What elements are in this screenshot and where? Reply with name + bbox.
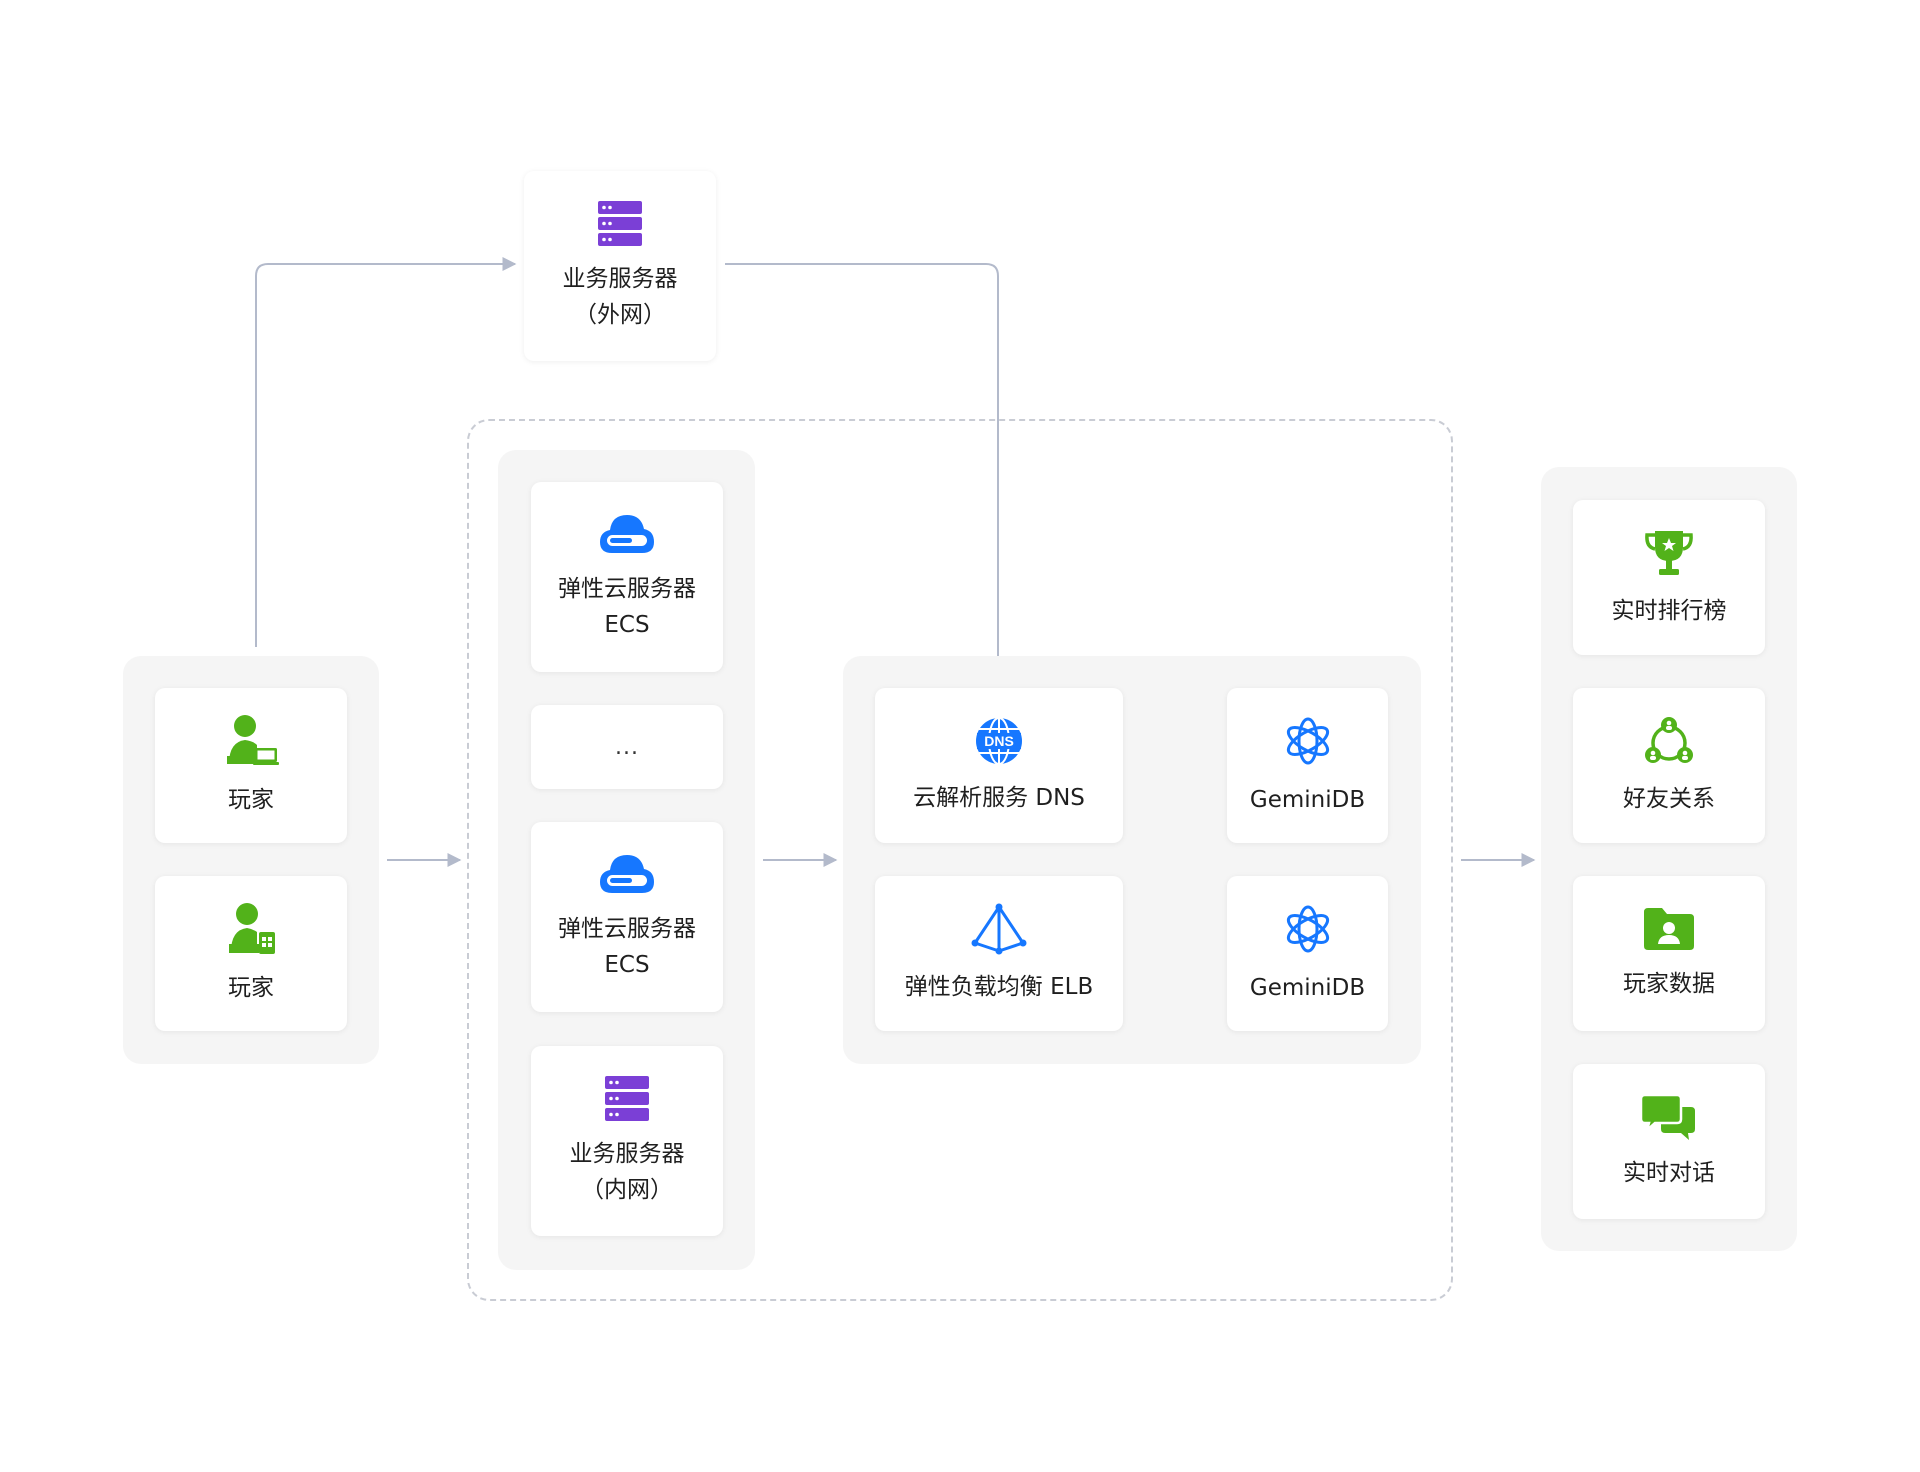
friends-network-icon: [1645, 716, 1693, 763]
load-balancer-icon: [971, 903, 1027, 954]
realtime-chat-label: 实时对话: [1623, 1159, 1715, 1186]
geminidb-icon: [1286, 905, 1329, 952]
player-data-card[interactable]: 玩家数据: [1573, 876, 1765, 1031]
biz-server-internal-network: （内网）: [581, 1177, 673, 1203]
vpc-dashed-region: [467, 419, 1453, 1301]
friends-card[interactable]: 好友关系: [1573, 688, 1765, 843]
elb-card[interactable]: 弹性负载均衡 ELB: [875, 876, 1123, 1031]
cloud-server-icon: [600, 855, 654, 893]
user-laptop-icon: [227, 714, 279, 765]
player-label-1: 玩家: [228, 786, 274, 813]
ecs-ellipsis-card: ...: [531, 705, 723, 789]
trophy-icon: [1645, 530, 1693, 575]
chat-bubbles-icon: [1641, 1093, 1695, 1140]
ecs-1-abbr: ECS: [604, 612, 650, 638]
leaderboard-card[interactable]: 实时排行榜: [1573, 500, 1765, 655]
player-card-1[interactable]: 玩家: [155, 688, 347, 843]
friends-label: 好友关系: [1623, 785, 1715, 812]
geminidb-card-1[interactable]: GeminiDB: [1227, 688, 1388, 843]
edge-player-to-external-server: [255, 257, 517, 647]
biz-server-external-name: 业务服务器: [562, 266, 678, 292]
geminidb-label-2: GeminiDB: [1249, 974, 1366, 1001]
ecs-2-abbr: ECS: [604, 952, 650, 978]
edge-external-server-to-dns: [725, 263, 1005, 682]
geminidb-label-1: GeminiDB: [1249, 786, 1366, 813]
player-card-2[interactable]: 玩家: [155, 876, 347, 1031]
player-label-2: 玩家: [228, 974, 274, 1001]
player-data-label: 玩家数据: [1623, 970, 1715, 997]
dns-card[interactable]: DNS 云解析服务 DNS: [875, 688, 1123, 843]
biz-server-external-card[interactable]: 业务服务器 （外网）: [524, 171, 716, 361]
biz-server-internal-name: 业务服务器: [569, 1141, 685, 1167]
user-phone-icon: [229, 902, 275, 954]
ecs-card-1[interactable]: 弹性云服务器 ECS: [531, 482, 723, 672]
elb-label: 弹性负载均衡 ELB: [904, 973, 1094, 1000]
ecs-card-2[interactable]: 弹性云服务器 ECS: [531, 822, 723, 1012]
leaderboard-label: 实时排行榜: [1611, 597, 1727, 624]
user-folder-icon: [1644, 907, 1694, 950]
biz-server-internal-card[interactable]: 业务服务器 （内网）: [531, 1046, 723, 1236]
cloud-server-icon: [600, 515, 654, 553]
geminidb-card-2[interactable]: GeminiDB: [1227, 876, 1388, 1031]
realtime-chat-card[interactable]: 实时对话: [1573, 1064, 1765, 1219]
biz-server-external-network: （外网）: [574, 302, 666, 328]
dns-label: 云解析服务 DNS: [913, 784, 1085, 811]
server-rack-icon: [598, 201, 642, 246]
geminidb-icon: [1286, 717, 1329, 764]
ecs-1-name: 弹性云服务器: [558, 576, 696, 602]
server-rack-icon: [605, 1076, 649, 1121]
dns-globe-icon: DNS: [976, 716, 1022, 765]
ecs-2-name: 弹性云服务器: [558, 916, 696, 942]
svg-text:DNS: DNS: [984, 733, 1014, 749]
ecs-ellipsis: ...: [615, 734, 639, 760]
